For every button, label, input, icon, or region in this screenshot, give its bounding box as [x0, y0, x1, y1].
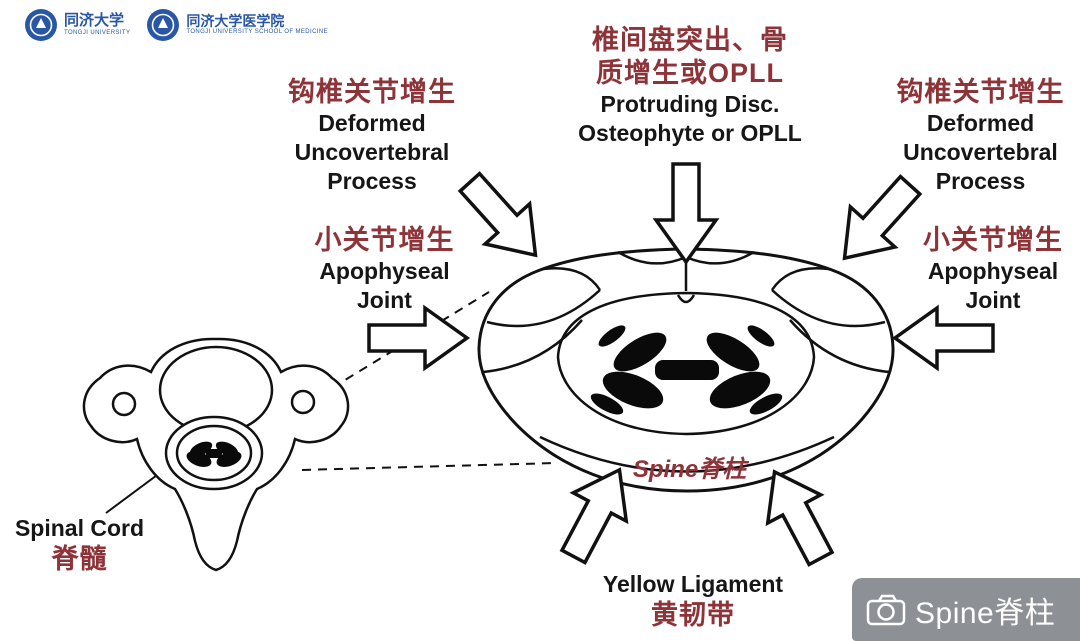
tongji-logo-en: TONGJI UNIVERSITY: [64, 29, 131, 36]
label-protruding-disc: 椎间盘突出、骨 质增生或OPLL Protruding Disc. Osteop…: [535, 24, 845, 148]
label-line: Apophyseal: [319, 258, 450, 284]
arrow-top-center: [654, 162, 718, 264]
label-line: Protruding Disc.: [600, 91, 780, 117]
spine-watermark: Spine脊柱: [852, 578, 1080, 641]
label-line: 椎间盘突出、骨: [592, 25, 788, 55]
label-line: 钩椎关节增生: [288, 77, 456, 107]
label-line: 小关节增生: [923, 225, 1063, 255]
tongji-university-logo: 同济大学 TONGJI UNIVERSITY: [24, 8, 130, 42]
label-uncovertebral-right: 钩椎关节增生 Deformed Uncovertebral Process: [868, 76, 1080, 196]
label-line: 脊髓: [51, 544, 108, 574]
label-line: 黄韧带: [651, 600, 735, 630]
medicine-logo-en: TONGJI UNIVERSITY SCHOOL OF MEDICINE: [186, 29, 329, 36]
transverse-foramen-right: [290, 389, 316, 415]
gray-matter-butterfly: [590, 325, 783, 415]
label-line: Process: [935, 168, 1026, 194]
transverse-foramen-left: [111, 391, 137, 417]
tongji-badge-icon: [25, 9, 57, 41]
label-apophyseal-left: 小关节增生 Apophyseal Joint: [292, 224, 477, 315]
label-apophyseal-right: 小关节增生 Apophyseal Joint: [898, 224, 1080, 315]
watermark-text: Spine脊柱: [915, 596, 1056, 630]
medicine-logo-cn: 同济大学医学院: [186, 13, 285, 29]
segment-arcs: [482, 250, 890, 473]
tongji-logo-cn: 同济大学: [64, 12, 125, 30]
label-line: Process: [327, 168, 417, 194]
arrow-left: [367, 306, 469, 370]
label-line: Yellow Ligament: [602, 571, 784, 597]
label-line: 质增生或OPLL: [596, 58, 784, 88]
label-line: Uncovertebral: [294, 139, 450, 165]
spine-inline-label: Spine脊柱: [632, 456, 747, 483]
label-line: Uncovertebral: [903, 139, 1058, 165]
label-uncovertebral-left: 钩椎关节增生 Deformed Uncovertebral Process: [252, 76, 492, 196]
dashed-guide-lines: [301, 291, 557, 471]
label-line: Joint: [965, 287, 1021, 313]
tongji-medicine-logo: 同济大学医学院 TONGJI UNIVERSITY SCHOOL OF MEDI…: [146, 8, 328, 42]
small-vertebra-drawing: [82, 337, 350, 572]
label-yellow-ligament: Yellow Ligament 黄韧带: [588, 570, 798, 632]
arrow-right: [893, 306, 995, 370]
small-gray-matter-butterfly: [186, 441, 242, 467]
label-line: Deformed: [926, 110, 1035, 136]
large-cord-cross-section: [477, 247, 895, 493]
label-line: Joint: [357, 287, 412, 313]
label-line: Apophyseal: [927, 258, 1059, 284]
medicine-badge-icon: [147, 9, 180, 41]
label-line: Spinal Cord: [14, 515, 145, 541]
small-spinal-cord: [175, 424, 253, 482]
label-line: 钩椎关节增生: [896, 77, 1065, 107]
header-logos: 同济大学 TONGJI UNIVERSITY 同济大学医学院 TONGJI UN…: [24, 8, 328, 42]
label-spinal-cord: Spinal Cord 脊髓: [2, 514, 157, 576]
cord-inner-outline: [556, 291, 816, 436]
camera-icon: [866, 594, 906, 625]
label-line: Deformed: [318, 110, 426, 136]
label-line: 小关节增生: [314, 225, 455, 255]
label-line: Osteophyte or OPLL: [578, 120, 802, 146]
